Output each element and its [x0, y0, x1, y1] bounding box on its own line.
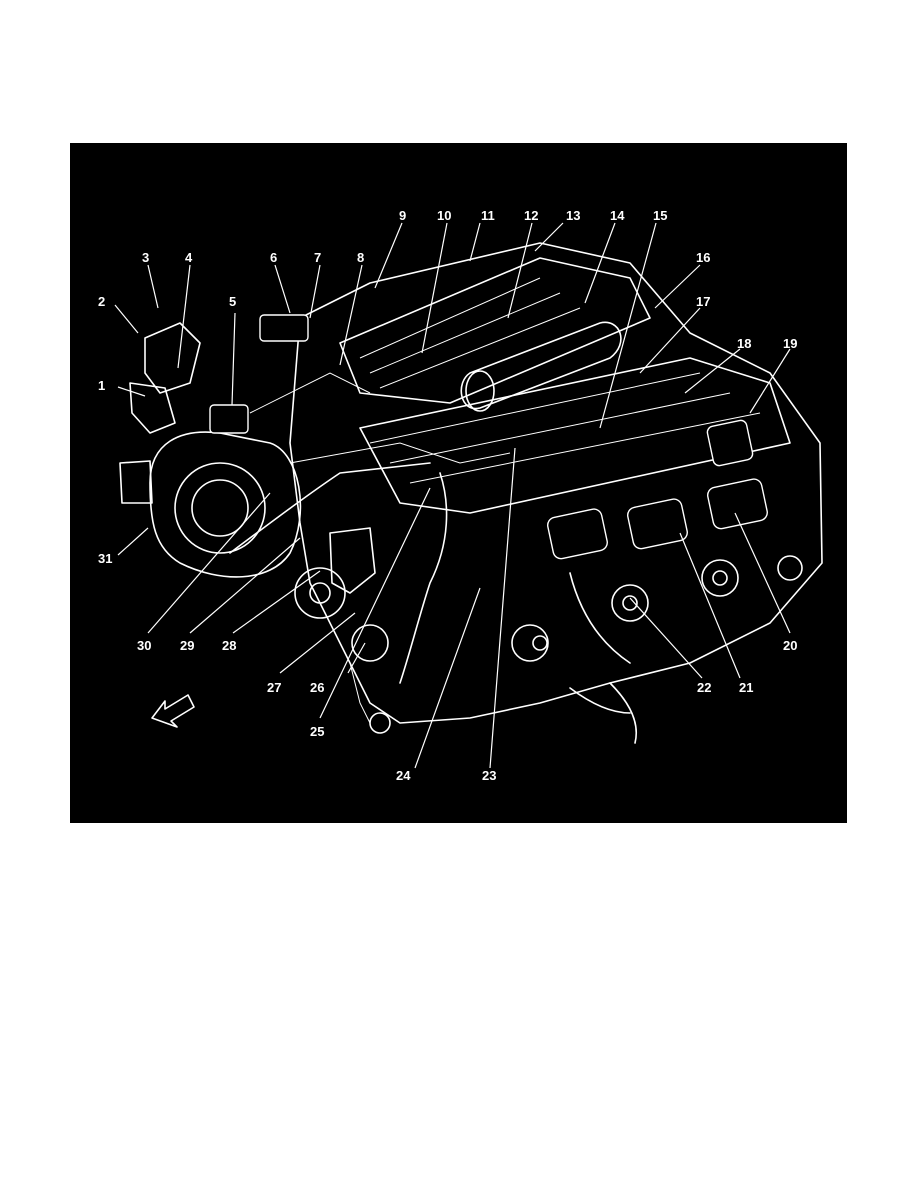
callout-2: 2: [98, 294, 105, 309]
callout-13: 13: [566, 208, 580, 223]
arrow-front-icon: [151, 694, 195, 728]
callout-24: 24: [396, 768, 411, 783]
callout-16: 16: [696, 250, 710, 265]
callout-27: 27: [267, 680, 281, 695]
callout-11: 11: [481, 208, 495, 223]
callout-25: 25: [310, 724, 324, 739]
callout-10: 10: [437, 208, 451, 223]
engine-drawing: [119, 242, 823, 744]
callout-7: 7: [314, 250, 321, 265]
callout-29: 29: [180, 638, 194, 653]
callout-6: 6: [270, 250, 277, 265]
callout-22: 22: [697, 680, 711, 695]
callout-3: 3: [142, 250, 149, 265]
callout-17: 17: [696, 294, 710, 309]
callout-28: 28: [222, 638, 236, 653]
callout-8: 8: [357, 250, 364, 265]
callout-18: 18: [737, 336, 751, 351]
callout-21: 21: [739, 680, 753, 695]
callout-30: 30: [137, 638, 151, 653]
callout-12: 12: [524, 208, 538, 223]
callout-14: 14: [610, 208, 625, 223]
callout-4: 4: [185, 250, 193, 265]
callout-5: 5: [229, 294, 236, 309]
callout-20: 20: [783, 638, 797, 653]
callout-31: 31: [98, 551, 112, 566]
callout-26: 26: [310, 680, 324, 695]
engine-diagram: 1 2 3 4 5 6 7 8 9 10 11 12 13 14 15 16 1…: [70, 143, 847, 823]
callout-19: 19: [783, 336, 797, 351]
callout-23: 23: [482, 768, 496, 783]
engine-illustration: 1 2 3 4 5 6 7 8 9 10 11 12 13 14 15 16 1…: [98, 208, 823, 783]
callout-labels: 1 2 3 4 5 6 7 8 9 10 11 12 13 14 15 16 1…: [98, 208, 797, 783]
callout-1: 1: [98, 378, 105, 393]
callout-15: 15: [653, 208, 667, 223]
callout-9: 9: [399, 208, 406, 223]
leader-lines: [114, 222, 791, 769]
